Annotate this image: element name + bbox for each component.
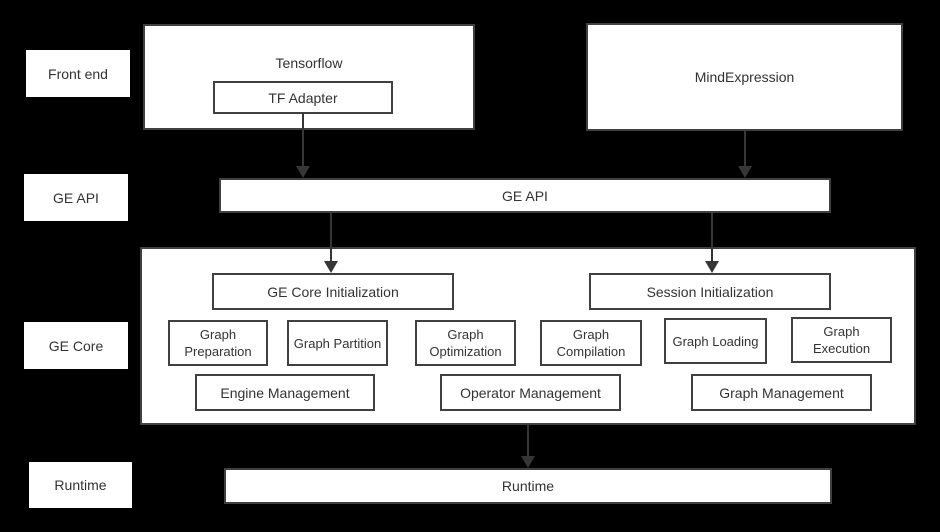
session-initialization-box: Session Initialization [589, 273, 831, 310]
arrow-shaft [330, 213, 332, 261]
tensorflow-box: Tensorflow TF Adapter [143, 24, 475, 130]
arrow-tf-adapter-to-ge-api [296, 113, 310, 178]
ge-core-box: GE Core Initialization Session Initializ… [140, 247, 916, 425]
arrow-shaft [711, 213, 713, 261]
graph-execution-box: Graph Execution [791, 317, 892, 363]
arrow-ge-api-to-ge-core-init [324, 213, 338, 273]
row-label-ge-api: GE API [24, 174, 128, 221]
tensorflow-title: Tensorflow [275, 55, 343, 71]
graph-loading-box: Graph Loading [664, 318, 767, 364]
arrow-head-icon [324, 261, 338, 273]
arrow-shaft [744, 131, 746, 166]
graph-preparation-box: Graph Preparation [168, 320, 268, 366]
operator-management-box: Operator Management [440, 374, 621, 411]
graph-partition-box: Graph Partition [287, 320, 388, 366]
graph-optimization-box: Graph Optimization [415, 320, 516, 366]
arrow-head-icon [738, 166, 752, 178]
row-label-ge-core: GE Core [24, 322, 128, 369]
mindexpression-box: MindExpression [586, 23, 903, 131]
arrow-shaft [302, 113, 304, 166]
arrow-mindexpression-to-ge-api [738, 131, 752, 178]
runtime-bar: Runtime [224, 468, 832, 504]
graph-management-box: Graph Management [691, 374, 872, 411]
arrow-head-icon [521, 456, 535, 468]
arrow-shaft [527, 425, 529, 456]
ge-api-bar: GE API [219, 178, 831, 213]
row-label-front-end: Front end [26, 50, 130, 97]
arrow-head-icon [296, 166, 310, 178]
engine-management-box: Engine Management [195, 374, 375, 411]
row-label-runtime: Runtime [29, 462, 132, 508]
graph-compilation-box: Graph Compilation [540, 320, 642, 366]
tf-adapter-box: TF Adapter [213, 81, 393, 114]
arrow-ge-api-to-session-init [705, 213, 719, 273]
ge-core-initialization-box: GE Core Initialization [212, 273, 454, 310]
arrow-ge-core-to-runtime [521, 425, 535, 468]
arrow-head-icon [705, 261, 719, 273]
